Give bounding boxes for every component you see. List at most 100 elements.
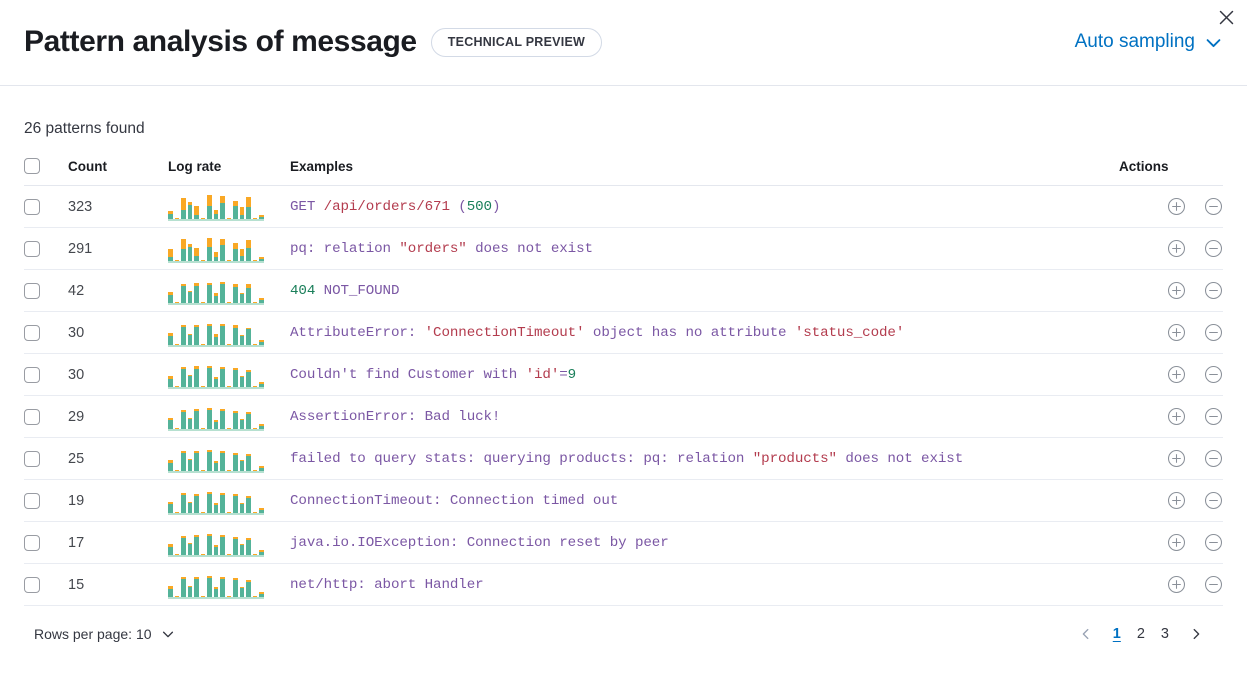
pagination-prev-button[interactable]: [1073, 623, 1099, 645]
row-count: 29: [68, 395, 168, 438]
sparkline-bar: [220, 238, 225, 261]
row-checkbox[interactable]: [24, 324, 40, 341]
sparkline-bar-orange: [252, 595, 258, 597]
sparkline-bar-orange: [181, 492, 186, 495]
row-actions-cell: [1119, 269, 1223, 312]
row-checkbox[interactable]: [24, 450, 40, 467]
row-checkbox[interactable]: [24, 198, 40, 215]
sparkline-bar-teal: [187, 204, 193, 219]
row-checkbox[interactable]: [24, 240, 40, 257]
example-token-plain: net/http: abort Handler: [290, 576, 484, 593]
sparkline-bar-orange: [233, 452, 238, 455]
sparkline-bar-teal: [187, 543, 193, 555]
sparkline-bar-orange: [200, 511, 206, 513]
sparkline-bar: [187, 374, 193, 387]
sparkline-bar-teal: [213, 504, 219, 513]
sparkline-bar-teal: [194, 410, 199, 429]
log-rate-sparkline: [168, 192, 264, 222]
sparkline-bar: [194, 450, 199, 471]
close-icon[interactable]: [1211, 2, 1241, 32]
sparkline-bar: [168, 375, 173, 387]
row-checkbox[interactable]: [24, 576, 40, 593]
row-log-rate-cell: [168, 563, 290, 606]
rows-per-page-selector[interactable]: Rows per page: 10: [34, 626, 175, 642]
sparkline-bar-orange: [187, 501, 193, 503]
sparkline-bar-orange: [187, 290, 193, 292]
sparkline-bar-teal: [207, 577, 212, 597]
sparkline-bar: [259, 256, 264, 261]
row-example-text: failed to query stats: querying products…: [290, 451, 1119, 467]
filter-out-value-button[interactable]: [1204, 281, 1223, 300]
sparkline-bar: [200, 217, 206, 219]
filter-for-value-button[interactable]: [1167, 197, 1186, 216]
filter-out-value-button[interactable]: [1204, 239, 1223, 258]
sparkline-bar: [181, 409, 186, 429]
example-token-str: "products": [752, 450, 837, 467]
sparkline-bar: [181, 535, 186, 555]
filter-out-value-button[interactable]: [1204, 407, 1223, 426]
filter-for-value-button[interactable]: [1167, 407, 1186, 426]
filter-for-value-button[interactable]: [1167, 323, 1186, 342]
pagination-next-button[interactable]: [1183, 623, 1209, 645]
sparkline-bar-orange: [233, 283, 238, 287]
log-rate-sparkline: [168, 570, 264, 600]
row-checkbox[interactable]: [24, 492, 40, 509]
row-select-cell: [24, 437, 68, 480]
filter-out-value-button[interactable]: [1204, 365, 1223, 384]
row-checkbox[interactable]: [24, 408, 40, 425]
sparkline-bar-orange: [239, 586, 245, 588]
minus-in-circle-icon: [1204, 449, 1223, 468]
sparkline-bar-orange: [174, 427, 180, 429]
pagination-page-2[interactable]: 2: [1129, 624, 1153, 644]
auto-sampling-dropdown[interactable]: Auto sampling: [1075, 31, 1227, 53]
select-all-checkbox[interactable]: [24, 158, 40, 174]
sparkline-bar-teal: [187, 375, 193, 387]
pagination-page-1[interactable]: 1: [1105, 624, 1129, 644]
row-checkbox[interactable]: [24, 366, 40, 383]
filter-out-value-button[interactable]: [1204, 575, 1223, 594]
sparkline-bar: [194, 493, 199, 513]
sparkline-bar-orange: [259, 256, 264, 259]
filter-for-value-button[interactable]: [1167, 491, 1186, 510]
filter-out-value-button[interactable]: [1204, 533, 1223, 552]
sparkline-bar: [239, 206, 245, 219]
sparkline-baseline: [168, 386, 264, 389]
sparkline-bar-teal: [239, 335, 245, 345]
filter-out-value-button[interactable]: [1204, 449, 1223, 468]
sparkline-bar-teal: [233, 286, 238, 303]
sparkline-bar: [233, 242, 238, 261]
filter-out-value-button[interactable]: [1204, 197, 1223, 216]
sparkline-bar-orange: [168, 332, 173, 336]
sparkline-bar: [200, 343, 206, 345]
filter-for-value-button[interactable]: [1167, 449, 1186, 468]
filter-for-value-button[interactable]: [1167, 533, 1186, 552]
filter-out-value-button[interactable]: [1204, 491, 1223, 510]
filter-for-value-button[interactable]: [1167, 575, 1186, 594]
sparkline-bar: [252, 427, 258, 429]
sparkline-bar-teal: [233, 248, 238, 261]
sparkline-bar: [181, 197, 186, 219]
sparkline-bar-orange: [259, 381, 264, 384]
sparkline-bar-teal: [168, 335, 173, 345]
sparkline-bar: [187, 542, 193, 555]
log-rate-sparkline: [168, 444, 264, 474]
filter-for-value-button[interactable]: [1167, 239, 1186, 258]
sparkline-bar-orange: [246, 495, 251, 498]
sparkline-bar-teal: [220, 536, 225, 555]
sparkline-bar-orange: [187, 417, 193, 419]
sparkline-bar: [194, 205, 199, 219]
filter-for-value-button[interactable]: [1167, 365, 1186, 384]
filter-for-value-button[interactable]: [1167, 281, 1186, 300]
pagination-page-3[interactable]: 3: [1153, 624, 1177, 644]
row-checkbox[interactable]: [24, 534, 40, 551]
sparkline-bar-orange: [239, 375, 245, 377]
sparkline-bar-orange: [181, 450, 186, 453]
log-rate-sparkline: [168, 276, 264, 306]
sparkline-bar-orange: [252, 469, 258, 471]
sparkline-bar-teal: [239, 214, 245, 219]
row-checkbox[interactable]: [24, 282, 40, 299]
sparkline-bar: [246, 327, 251, 345]
sparkline-bar-teal: [207, 246, 212, 261]
filter-out-value-button[interactable]: [1204, 323, 1223, 342]
